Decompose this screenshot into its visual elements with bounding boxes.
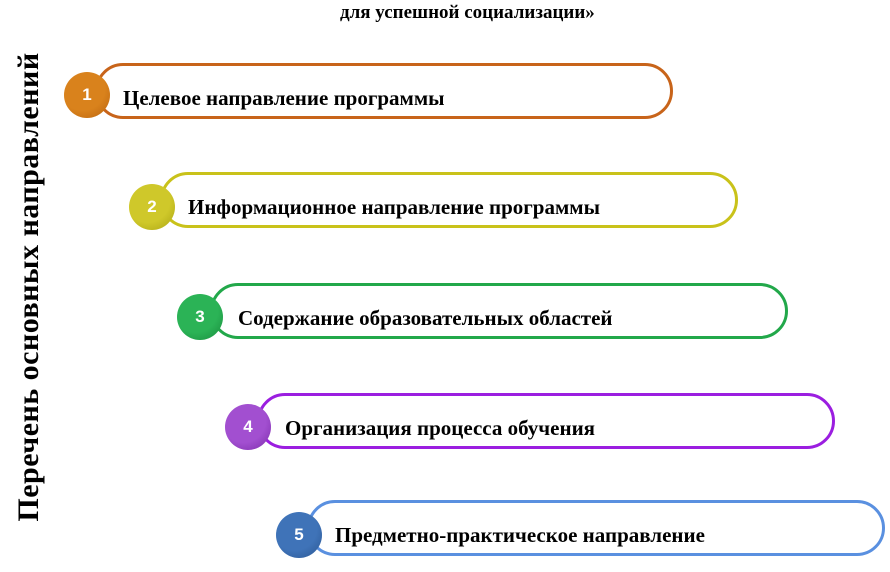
direction-item-1: Целевое направление программы xyxy=(95,63,673,119)
side-title: Перечень основных направлений xyxy=(12,52,45,522)
direction-item-2: Информационное направление программы xyxy=(160,172,738,228)
direction-label: Организация процесса обучения xyxy=(285,416,596,440)
direction-pill xyxy=(95,63,673,119)
number-badge-5: 5 xyxy=(276,512,322,558)
direction-item-4: Организация процесса обучения xyxy=(257,393,835,449)
number-badge-4: 4 xyxy=(225,404,271,450)
number-badge-3: 3 xyxy=(177,294,223,340)
direction-pill xyxy=(257,393,835,449)
direction-label: Информационное направление программы xyxy=(188,195,600,219)
direction-pill xyxy=(210,283,788,339)
direction-label: Содержание образовательных областей xyxy=(238,306,613,330)
direction-item-3: Содержание образовательных областей xyxy=(210,283,788,339)
number-badge-2: 2 xyxy=(129,184,175,230)
direction-pill xyxy=(160,172,738,228)
direction-label: Целевое направление программы xyxy=(123,86,445,110)
top-title: для успешной социализации» xyxy=(340,2,595,23)
direction-label: Предметно-практическое направление xyxy=(335,523,705,547)
number-badge-1: 1 xyxy=(64,72,110,118)
direction-item-5: Предметно-практическое направление xyxy=(307,500,885,556)
